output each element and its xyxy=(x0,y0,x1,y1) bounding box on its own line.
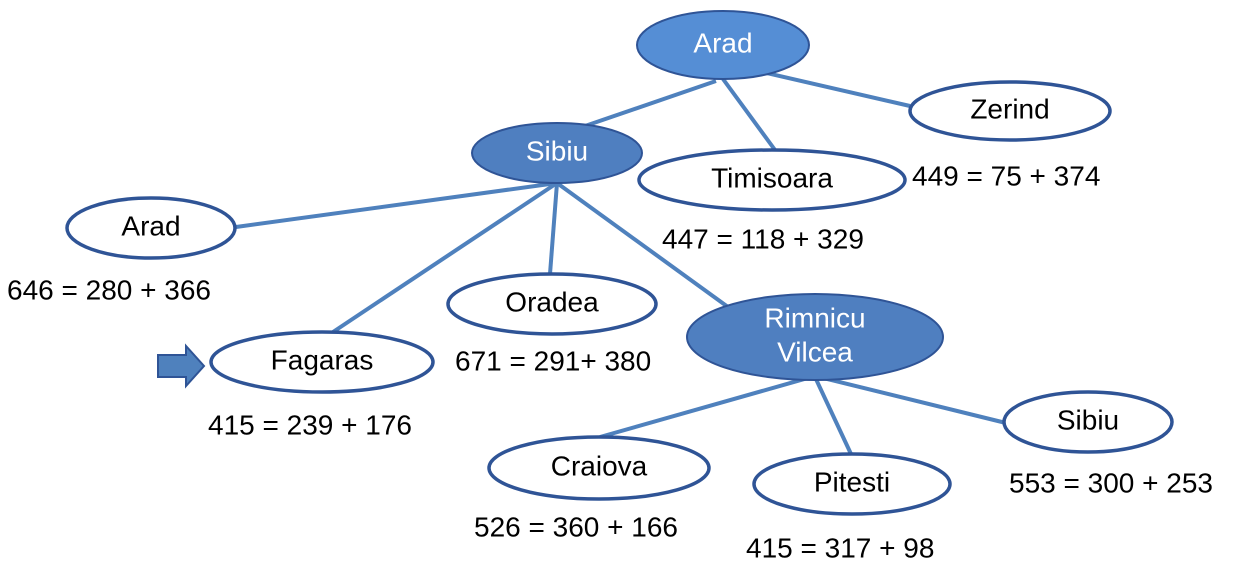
node-timisoara: Timisoara xyxy=(637,148,907,212)
edge-sibiu-to-oradea xyxy=(548,182,559,275)
right-arrow-icon xyxy=(157,343,206,389)
cost-label-timisoara: 447 = 118 + 329 xyxy=(662,223,864,254)
node-shape-pitesti xyxy=(752,452,952,516)
edge-sibiu-to-arad-2 xyxy=(235,181,558,229)
node-label-arad-root: Arad xyxy=(693,27,752,58)
node-shape-arad-root xyxy=(636,10,810,80)
node-shape-timisoara xyxy=(637,148,907,212)
node-shape-sibiu-2 xyxy=(1002,390,1174,454)
node-shape-rimnicu-vilcea xyxy=(686,293,944,381)
edge-arad-root-to-timisoara xyxy=(721,77,777,152)
node-shape-oradea xyxy=(446,272,658,336)
node-pitesti: Pitesti xyxy=(752,452,952,516)
cost-label-fagaras: 415 = 239 + 176 xyxy=(208,409,412,440)
node-zerind: Zerind xyxy=(908,80,1112,142)
node-label-sibiu: Sibiu xyxy=(526,135,588,166)
node-label-fagaras: Fagaras xyxy=(271,344,374,375)
node-shape-craiova xyxy=(487,435,711,501)
pointer-group xyxy=(157,343,206,389)
edge-rimnicu-vilcea-to-sibiu-2 xyxy=(814,374,1007,425)
cost-label-arad-2: 646 = 280 + 366 xyxy=(7,274,211,305)
tree-nodes: AradSibiuTimisoaraZerindAradFagarasOrade… xyxy=(65,10,1174,516)
node-label-rimnicu-vilcea-line2: Vilcea xyxy=(777,336,853,367)
node-label-zerind: Zerind xyxy=(970,93,1049,124)
node-label-oradea: Oradea xyxy=(505,286,599,317)
edge-sibiu-to-rimnicu-vilcea xyxy=(555,181,730,309)
node-sibiu-2: Sibiu xyxy=(1002,390,1174,454)
node-shape-arad-2 xyxy=(65,196,237,260)
node-label-rimnicu-vilcea-line1: Rimnicu xyxy=(764,302,865,333)
edge-arad-root-to-sibiu xyxy=(584,79,717,128)
node-label-sibiu-2: Sibiu xyxy=(1057,404,1119,435)
node-arad-2: Arad xyxy=(65,196,237,260)
cost-label-craiova: 526 = 360 + 166 xyxy=(474,511,678,542)
node-sibiu: Sibiu xyxy=(471,122,643,184)
node-fagaras: Fagaras xyxy=(209,330,435,394)
node-label-craiova: Craiova xyxy=(551,450,648,481)
edge-rimnicu-vilcea-to-pitesti xyxy=(813,376,853,455)
edge-rimnicu-vilcea-to-craiova xyxy=(599,374,816,439)
cost-label-zerind: 449 = 75 + 374 xyxy=(912,160,1100,191)
cost-labels: 447 = 118 + 329 449 = 75 + 374 646 = 280 +… xyxy=(7,160,1213,563)
node-arad-root: Arad xyxy=(636,10,810,80)
edge-sibiu-to-fagaras xyxy=(331,181,559,334)
tree-edges xyxy=(235,70,1007,455)
cost-label-oradea: 671 = 291+ 380 xyxy=(455,345,651,376)
node-shape-zerind xyxy=(908,80,1112,142)
node-craiova: Craiova xyxy=(487,435,711,501)
node-shape-sibiu xyxy=(471,122,643,184)
cost-label-sibiu-2: 553 = 300 + 253 xyxy=(1009,467,1213,498)
cost-label-pitesti: 415 = 317 + 98 xyxy=(746,532,934,563)
node-label-timisoara: Timisoara xyxy=(711,162,833,193)
edge-arad-root-to-zerind xyxy=(761,70,911,108)
node-label-arad-2: Arad xyxy=(121,210,180,241)
node-label-pitesti: Pitesti xyxy=(814,466,890,497)
node-shape-fagaras xyxy=(209,330,435,394)
node-oradea: Oradea xyxy=(446,272,658,336)
